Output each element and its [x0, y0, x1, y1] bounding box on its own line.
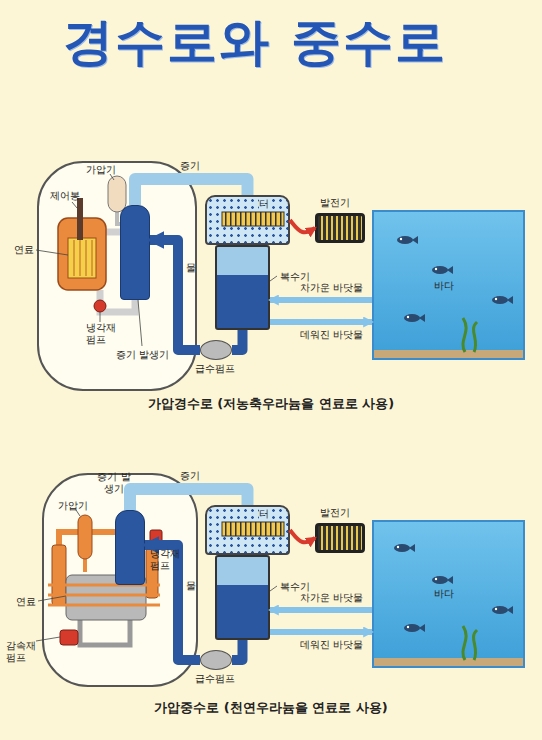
pressurizer-pipe: [83, 559, 87, 572]
node-label: 바다: [434, 280, 454, 292]
seaweed-strand: [463, 626, 466, 660]
steam-generator: 증기 발생기: [115, 510, 145, 585]
fish: [492, 296, 513, 304]
seaweed-strand: [463, 318, 466, 352]
water-pipe: [145, 545, 200, 660]
pressurizer: [108, 176, 126, 212]
coolant-pump: [94, 300, 106, 312]
node-label: 터: [259, 198, 269, 210]
seaweed-strand: [474, 630, 477, 660]
feed-pump: 급수펌프: [200, 340, 232, 360]
fish: [397, 236, 418, 244]
node-label: 발전기: [320, 507, 350, 519]
pipe-label: 물: [186, 580, 196, 592]
node-label: 발전기: [320, 197, 350, 209]
node-label: 터: [259, 508, 269, 520]
sub-caption: 가압경수로 (저농축우라늄을 연료로 사용): [0, 396, 542, 411]
containment-building: [38, 162, 196, 390]
sand: [374, 658, 523, 666]
fish: [404, 624, 425, 632]
drive-arrow: [290, 220, 315, 232]
sand: [374, 350, 523, 358]
water-pipe: [232, 330, 243, 350]
part-label: 가압기: [86, 164, 116, 176]
node-label: 복수기: [280, 581, 310, 593]
seawater-pipe: [270, 607, 372, 613]
pipe-label: 물: [186, 262, 196, 274]
pipe-label: 데워진 바닷물: [300, 329, 363, 341]
water-pipe: [150, 240, 200, 350]
sea: 바다: [372, 210, 525, 360]
fish-group: [394, 236, 513, 632]
generator: 발전기: [315, 213, 365, 243]
sea-floor: [374, 350, 523, 666]
seaweed: [463, 318, 477, 660]
fuel-rods: [74, 240, 92, 276]
generator: 발전기: [315, 523, 365, 553]
turbine-blades: [222, 522, 284, 536]
turbine-blades: [222, 212, 284, 226]
part-label: 감속재 펌프: [6, 640, 40, 664]
water-pipe: [232, 640, 243, 660]
fish: [394, 544, 415, 552]
moderator-pump: [60, 630, 78, 645]
pipe-label: 차가운 바닷물: [300, 282, 363, 294]
hot-leg-pipe: [106, 229, 120, 236]
condenser: 복수기: [215, 555, 270, 640]
diagram-title: 경수로와 중수로: [0, 12, 510, 72]
node-label: 급수펌프: [195, 363, 235, 375]
part-label: 냉각재 펌프: [150, 548, 190, 572]
part-label: 연료: [16, 596, 36, 608]
part-label: 냉각재 펌프: [86, 322, 126, 346]
sub-caption: 가압중수로 (천연우라늄을 연료로 사용): [0, 700, 542, 715]
seaweed-strand: [474, 322, 477, 352]
fish: [404, 314, 425, 322]
node-label: 증기 발생기: [116, 349, 169, 361]
pressurizer: [78, 515, 92, 559]
steam-generator: 증기 발생기: [120, 205, 150, 300]
part-label: 연료: [14, 244, 34, 256]
pipe-label: 차가운 바닷물: [300, 592, 363, 604]
control-rod: [77, 198, 83, 240]
node-label: 바다: [434, 588, 454, 600]
sea: 바다: [372, 520, 525, 668]
fish: [432, 576, 453, 584]
feed-pump: 급수펌프: [200, 650, 232, 670]
drive-arrow: [290, 530, 315, 542]
fuel-core: [68, 238, 96, 278]
condenser: 복수기: [215, 245, 270, 330]
steam-pipe: [135, 179, 248, 205]
pipe-label: 데워진 바닷물: [300, 639, 363, 651]
seawater-pipe: [270, 319, 372, 325]
moderator-pipe: [80, 620, 130, 645]
pipe-label: 증기: [180, 470, 200, 482]
steam-pipe: [130, 489, 248, 510]
part-label: 제어봉: [50, 190, 80, 202]
pipe-label: 증기: [180, 160, 200, 172]
node-label: 복수기: [280, 271, 310, 283]
fish: [492, 606, 513, 614]
seawater-pipe: [270, 629, 372, 635]
part-label: 가압기: [58, 500, 88, 512]
seawater-pipe: [270, 297, 372, 303]
node-label: 급수펌프: [195, 673, 235, 685]
fuel-channels: [48, 585, 160, 605]
fish: [432, 266, 453, 274]
